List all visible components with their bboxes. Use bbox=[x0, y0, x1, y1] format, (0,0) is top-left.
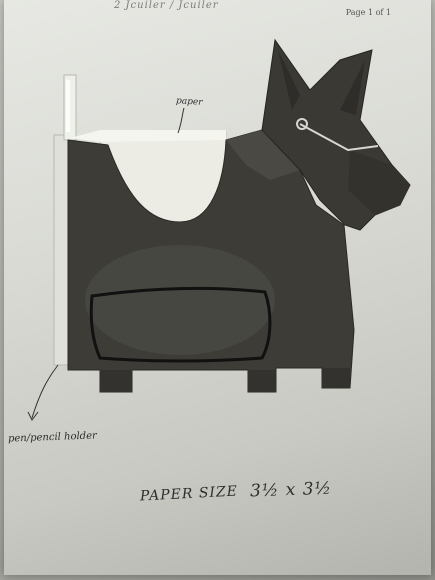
paper-label-arrow bbox=[178, 108, 184, 133]
holder-label-arrow bbox=[32, 365, 58, 418]
paper-annotation: paper bbox=[176, 96, 203, 108]
paper-size-value: 3½ x 3½ bbox=[250, 479, 333, 502]
